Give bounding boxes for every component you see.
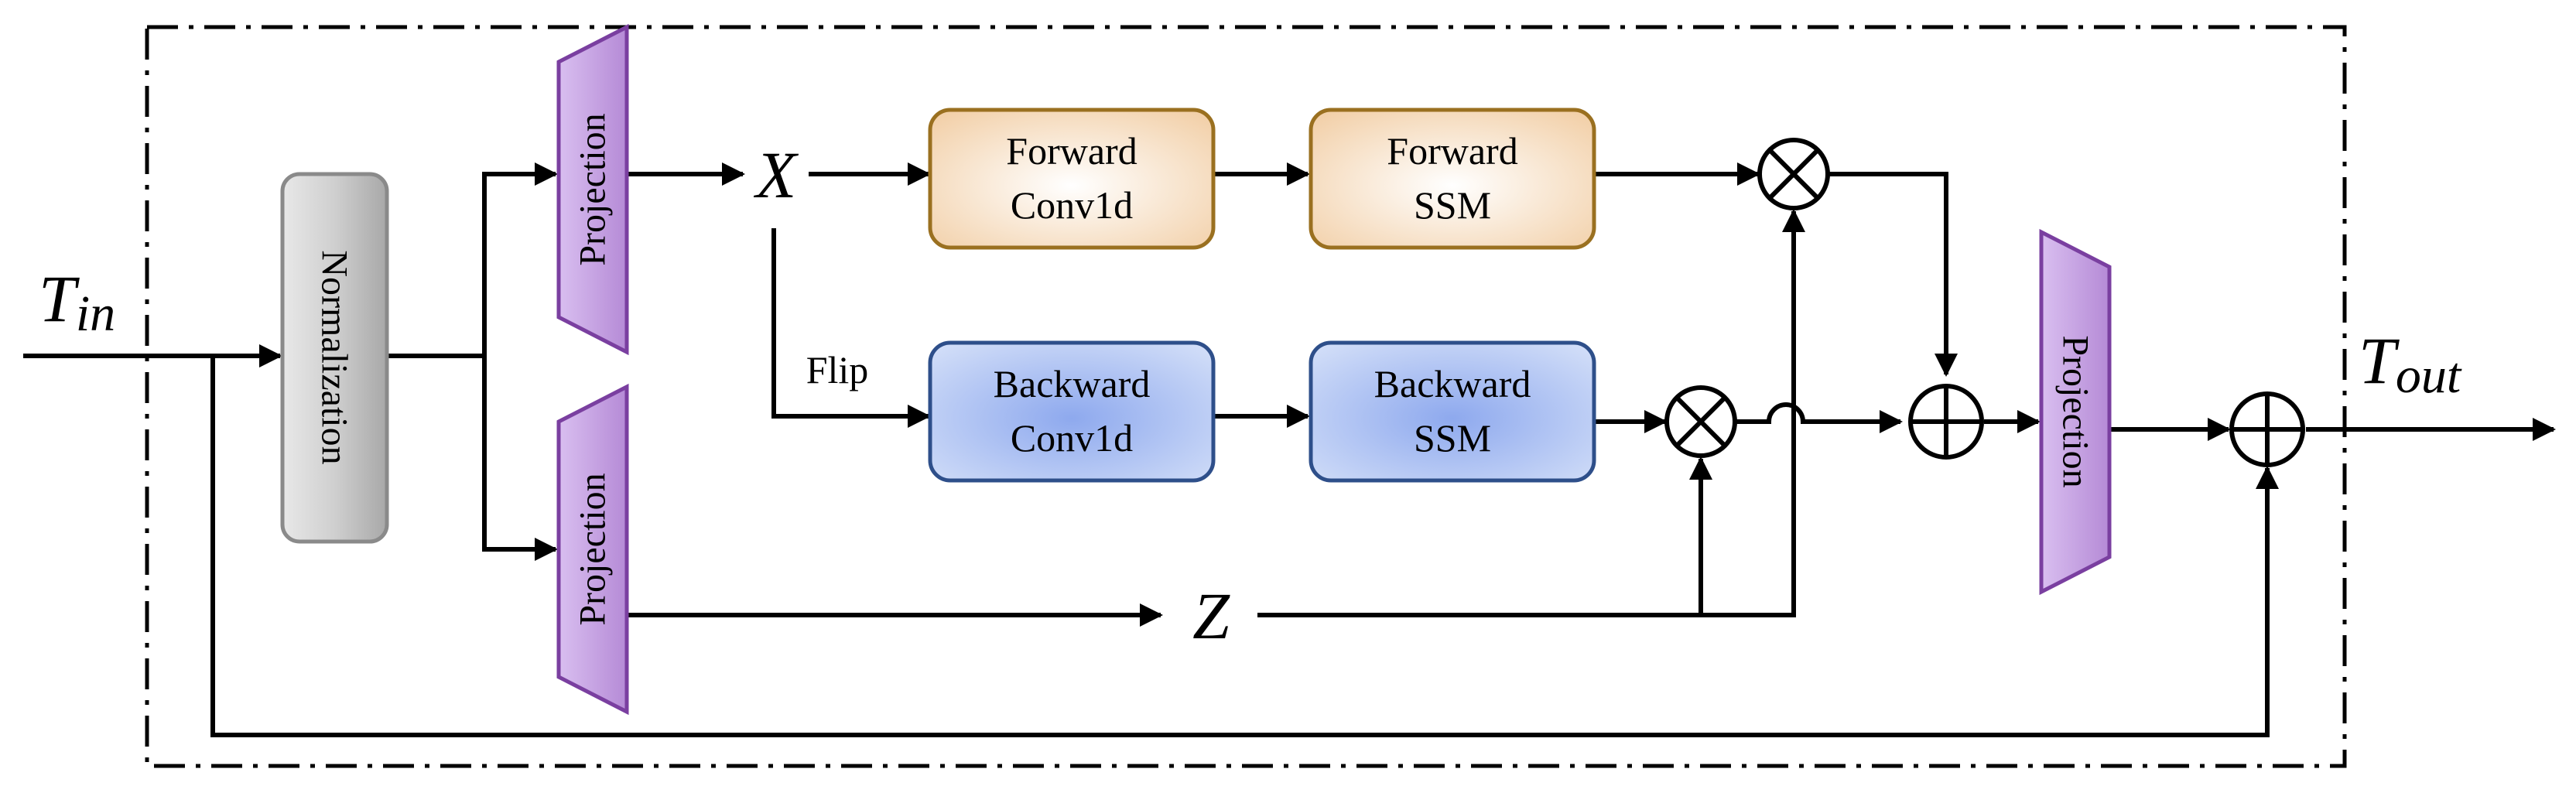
projection-bottom-block: Projection bbox=[556, 383, 629, 716]
backward-ssm-label-2: SSM bbox=[1414, 416, 1491, 460]
forward-conv1d-label-1: Forward bbox=[1006, 129, 1137, 173]
projection-bottom-label: Projection bbox=[573, 473, 614, 625]
t-out-base: T bbox=[2359, 323, 2400, 398]
z-label: Z bbox=[1192, 579, 1230, 653]
backward-conv1d-label-2: Conv1d bbox=[1011, 416, 1133, 460]
multiply-bottom-operator bbox=[1664, 385, 1737, 458]
projection-top-label: Projection bbox=[573, 113, 614, 265]
normalization-label: Normalization bbox=[314, 250, 355, 464]
x-label: X bbox=[754, 138, 799, 212]
projection-top-shape bbox=[556, 23, 629, 356]
forward-ssm-block: Forward SSM bbox=[1309, 108, 1596, 250]
multiply-top-operator bbox=[1757, 138, 1830, 210]
multiply-top-cross-b bbox=[1767, 148, 1820, 200]
projection-top-block: Projection bbox=[556, 23, 629, 356]
forward-conv1d-label-2: Conv1d bbox=[1011, 183, 1133, 227]
forward-ssm-label-1: Forward bbox=[1387, 129, 1517, 173]
add-output-operator bbox=[2229, 391, 2305, 467]
block-boundary bbox=[145, 25, 2347, 768]
projection-final-label: Projection bbox=[2055, 335, 2096, 487]
t-in-label: Tin bbox=[39, 261, 115, 342]
forward-ssm-label-2: SSM bbox=[1414, 183, 1491, 227]
t-out-sub: out bbox=[2396, 347, 2462, 404]
backward-ssm-block: Backward SSM bbox=[1309, 340, 1596, 483]
forward-ssm-box bbox=[1309, 108, 1596, 250]
backward-ssm-box bbox=[1309, 340, 1596, 483]
t-in-base: T bbox=[39, 261, 80, 336]
backward-conv1d-block: Backward Conv1d bbox=[928, 340, 1216, 483]
wire-residual bbox=[210, 356, 2279, 737]
normalization-block: Normalization bbox=[280, 172, 389, 544]
normalization-box bbox=[280, 172, 389, 544]
t-out-label: Tout bbox=[2359, 323, 2462, 404]
multiply-bottom-cross-b bbox=[1675, 395, 1727, 448]
wire-x-flip bbox=[771, 228, 931, 428]
projection-final-block: Projection bbox=[2039, 228, 2112, 596]
t-in-sub: in bbox=[76, 285, 115, 342]
forward-conv1d-box bbox=[928, 108, 1216, 250]
add-middle-operator bbox=[1908, 384, 1984, 460]
wire-mul-to-add bbox=[1736, 402, 1903, 433]
forward-conv1d-block: Forward Conv1d bbox=[928, 108, 1216, 250]
backward-conv1d-box bbox=[928, 340, 1216, 483]
projection-bottom-shape bbox=[556, 383, 629, 716]
backward-conv1d-label-1: Backward bbox=[994, 362, 1151, 405]
backward-ssm-label-1: Backward bbox=[1374, 362, 1531, 405]
wire-mul-top-to-add bbox=[1828, 172, 1958, 377]
flip-label: Flip bbox=[806, 348, 869, 391]
projection-final-shape bbox=[2039, 228, 2112, 596]
